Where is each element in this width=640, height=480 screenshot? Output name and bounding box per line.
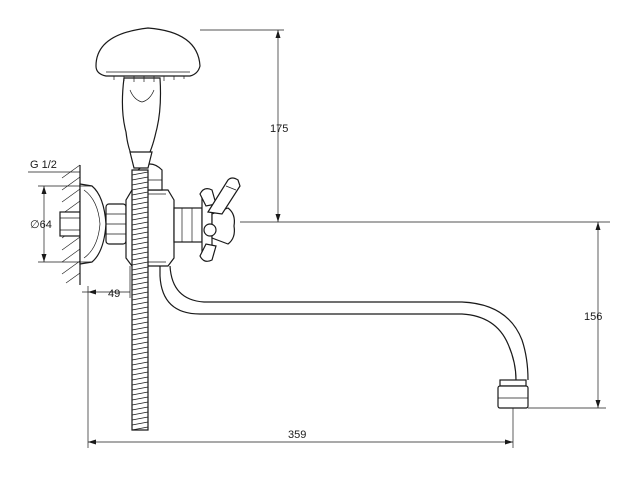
hose-coil	[131, 176, 149, 181]
hose-coil	[131, 306, 149, 311]
shower-hose	[131, 169, 149, 431]
hose-coil	[131, 231, 149, 236]
hose-coil	[131, 241, 149, 246]
hose-coil	[131, 226, 149, 231]
hose-coil	[131, 281, 149, 286]
hose-coil	[131, 371, 149, 376]
spout-outlet	[497, 379, 529, 409]
dimension-thread: G 1/2	[28, 159, 80, 173]
hose-coil	[131, 216, 149, 221]
hose-coil	[131, 201, 149, 206]
dimension-359-label: 359	[288, 429, 306, 441]
hose-coil	[131, 271, 149, 276]
spout	[159, 265, 529, 381]
eccentric-nut	[105, 203, 127, 245]
hose-coil	[131, 251, 149, 256]
hose-coil	[131, 386, 149, 391]
hose-coil	[131, 426, 149, 431]
hose-coil	[131, 336, 149, 341]
hose-coil	[131, 221, 149, 226]
dimension-49: 49	[82, 266, 131, 300]
dimension-49-label: 49	[108, 288, 120, 300]
hose-coil	[131, 311, 149, 316]
hose-coil	[131, 301, 149, 306]
hose-coil	[131, 211, 149, 216]
hose-coil	[131, 411, 149, 416]
hose-coil	[131, 316, 149, 321]
hose-coil	[131, 381, 149, 386]
hose-coil	[131, 256, 149, 261]
hose-coil	[131, 236, 149, 241]
hose-coil	[131, 191, 149, 196]
hose-coil	[131, 326, 149, 331]
hose-coil	[131, 356, 149, 361]
hand-shower-handle	[121, 77, 162, 169]
hose-coil	[131, 331, 149, 336]
hose-coil	[131, 276, 149, 281]
hose-coil	[131, 361, 149, 366]
hose-coil	[131, 391, 149, 396]
hose-coil	[131, 196, 149, 201]
dimension-thread-label: G 1/2	[30, 159, 57, 171]
dimension-175-label: 175	[270, 123, 288, 135]
hose-coil	[131, 376, 149, 381]
wall-connector	[59, 211, 81, 237]
dimension-156: 156	[528, 222, 606, 409]
hose-coil	[131, 186, 149, 191]
hose-coil	[131, 181, 149, 186]
hose-coil	[131, 266, 149, 271]
hose-coil	[131, 406, 149, 411]
dimension-175: 175	[200, 29, 610, 223]
dimension-156-label: 156	[584, 311, 602, 323]
hose-coil	[131, 291, 149, 296]
hose-coil	[131, 351, 149, 356]
shower-head	[95, 27, 201, 82]
hose-coil	[131, 346, 149, 351]
hose-coil	[131, 321, 149, 326]
hose-coil	[131, 401, 149, 406]
dimension-359: 359	[87, 286, 514, 448]
hose-coil	[131, 246, 149, 251]
wall-flange	[79, 183, 107, 265]
hose-coil	[131, 341, 149, 346]
hose-coil	[131, 286, 149, 291]
hose-coil	[131, 261, 149, 266]
cross-handle	[199, 177, 241, 262]
hose-coil	[131, 421, 149, 426]
hose-coil	[131, 396, 149, 401]
hose-coil	[131, 416, 149, 421]
dimension-diameter: ∅64	[30, 185, 92, 263]
dimension-diameter-label: ∅64	[30, 219, 52, 231]
hose-coil	[131, 171, 149, 176]
hose-coil	[131, 366, 149, 371]
hose-coil	[131, 296, 149, 301]
hose-coil	[131, 206, 149, 211]
